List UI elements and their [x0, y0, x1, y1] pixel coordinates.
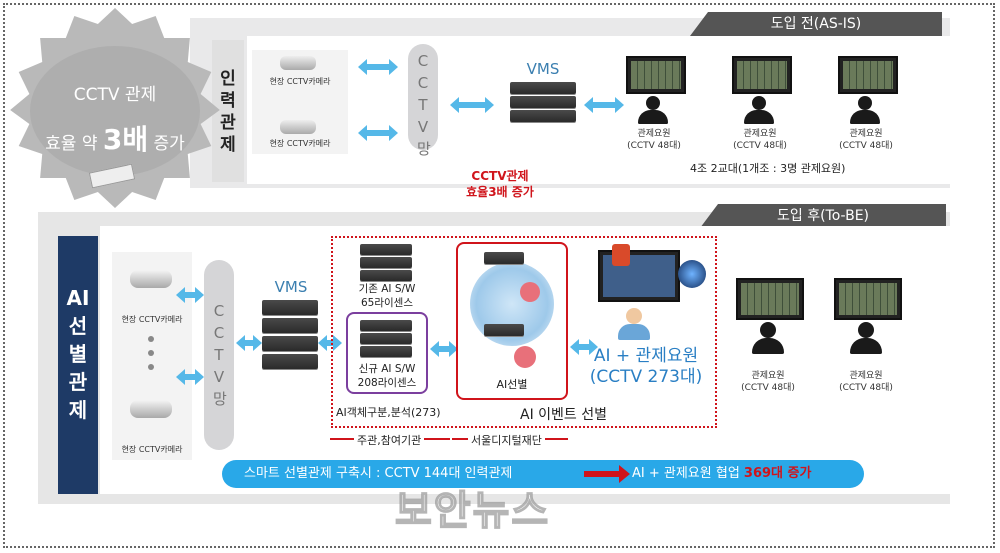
ai-object-label: AI객체구분,분석(273) — [336, 406, 441, 419]
new-ai-box — [346, 312, 428, 394]
person-icon — [618, 324, 650, 340]
person-icon — [646, 96, 660, 110]
watermark: 보안뉴스 — [394, 487, 551, 535]
operator-label: 관제요원(CCTV 48대) — [733, 129, 787, 151]
server-icon — [360, 320, 412, 331]
ai-selection-label: AI선별 — [496, 378, 528, 391]
operator-label: 관제요원(CCTV 48대) — [741, 371, 795, 393]
person-icon — [858, 322, 874, 338]
camera-label: 현장 CCTV카메라 — [121, 315, 183, 324]
ellipsis-dot — [148, 350, 154, 356]
monitor-icon — [626, 56, 686, 94]
person-icon — [744, 110, 774, 124]
camera-label: 현장 CCTV카메라 — [121, 445, 183, 454]
server-icon — [484, 252, 524, 264]
server-icon — [262, 336, 318, 351]
operator-label: 관제요원(CCTV 48대) — [627, 129, 681, 151]
bidirectional-arrow — [358, 59, 398, 75]
person-icon — [858, 96, 872, 110]
badge-inner — [30, 46, 200, 176]
vms-label: VMS — [526, 60, 560, 78]
host-label: 주관,참여기관 — [354, 432, 425, 448]
server-icon — [510, 110, 576, 122]
server-icon — [360, 346, 412, 357]
ai-event-label: AI 이벤트 선별 — [520, 407, 608, 423]
center-note: CCTV관제 효율3배 증가 — [466, 169, 534, 199]
person-icon — [760, 322, 776, 338]
ellipsis-dot — [148, 336, 154, 342]
summary-right: AI + 관제요원 협업 369대 증가 — [632, 466, 812, 481]
server-icon — [262, 300, 318, 315]
bidirectional-arrow — [430, 341, 458, 357]
bidirectional-arrow — [318, 335, 342, 351]
bidirectional-arrow — [176, 369, 204, 385]
foundation-label: 서울디지털재단 — [468, 432, 545, 448]
badge-line1: CCTV 관제 — [73, 85, 157, 105]
operator-label: 관제요원(CCTV 48대) — [839, 129, 893, 151]
bidirectional-arrow — [450, 97, 494, 113]
server-icon — [262, 354, 318, 369]
operator-label: 관제요원(CCTV 48대) — [839, 371, 893, 393]
person-icon — [752, 338, 784, 354]
server-icon — [360, 257, 412, 268]
gear-icon — [520, 282, 540, 302]
phone-icon — [612, 244, 630, 266]
bidirectional-arrow — [570, 339, 598, 355]
monitor-icon — [838, 56, 898, 94]
person-icon — [752, 96, 766, 110]
result-label: AI + 관제요원 (CCTV 273대) — [589, 346, 703, 387]
summary-left: 스마트 선별관제 구축시 : CCTV 144대 인력관제 — [244, 466, 513, 481]
server-icon — [360, 244, 412, 255]
server-icon — [360, 333, 412, 344]
outer-frame — [3, 3, 995, 548]
to-be-side-label: AI선별관제 — [58, 236, 98, 494]
bidirectional-arrow — [236, 335, 262, 351]
ai-selection-box — [456, 242, 568, 400]
summary-bar — [222, 460, 864, 488]
camera-label: 현장 CCTV카메라 — [269, 77, 331, 86]
camera-label: 현장 CCTV카메라 — [269, 139, 331, 148]
as-is-network-pill: CCTV망 — [408, 44, 438, 158]
to-be-tab: 도입 후(To-BE) — [700, 204, 946, 228]
ellipsis-dot — [148, 364, 154, 370]
globe-icon — [678, 260, 706, 288]
red-arrow — [584, 465, 630, 483]
monitor-icon — [732, 56, 792, 94]
vms-label: VMS — [274, 278, 308, 296]
monitor-icon — [834, 278, 902, 320]
camera-icon — [130, 270, 172, 288]
monitor-icon — [598, 250, 680, 302]
badge-line2: 효율 약 3배 증가 — [45, 123, 185, 156]
server-icon — [510, 96, 576, 108]
person-icon — [638, 110, 668, 124]
camera-icon — [280, 120, 316, 134]
bidirectional-arrow — [358, 125, 398, 141]
gear-icon — [514, 346, 536, 368]
camera-icon — [130, 400, 172, 418]
server-icon — [484, 324, 524, 336]
shift-note: 4조 2교대(1개조 : 3명 관제요원) — [690, 162, 846, 175]
ai-event-zone — [331, 236, 717, 428]
person-icon — [850, 338, 882, 354]
monitor-icon — [736, 278, 804, 320]
server-icon — [360, 270, 412, 281]
as-is-tab: 도입 전(AS-IS) — [690, 12, 942, 36]
bidirectional-arrow — [176, 287, 204, 303]
bidirectional-arrow — [584, 97, 624, 113]
server-icon — [510, 82, 576, 94]
camera-icon — [280, 56, 316, 70]
person-icon — [626, 308, 642, 324]
person-icon — [850, 110, 880, 124]
server-icon — [262, 318, 318, 333]
as-is-side-label: 인력관제 — [212, 40, 244, 182]
to-be-network-pill: CCTV망 — [204, 260, 234, 450]
